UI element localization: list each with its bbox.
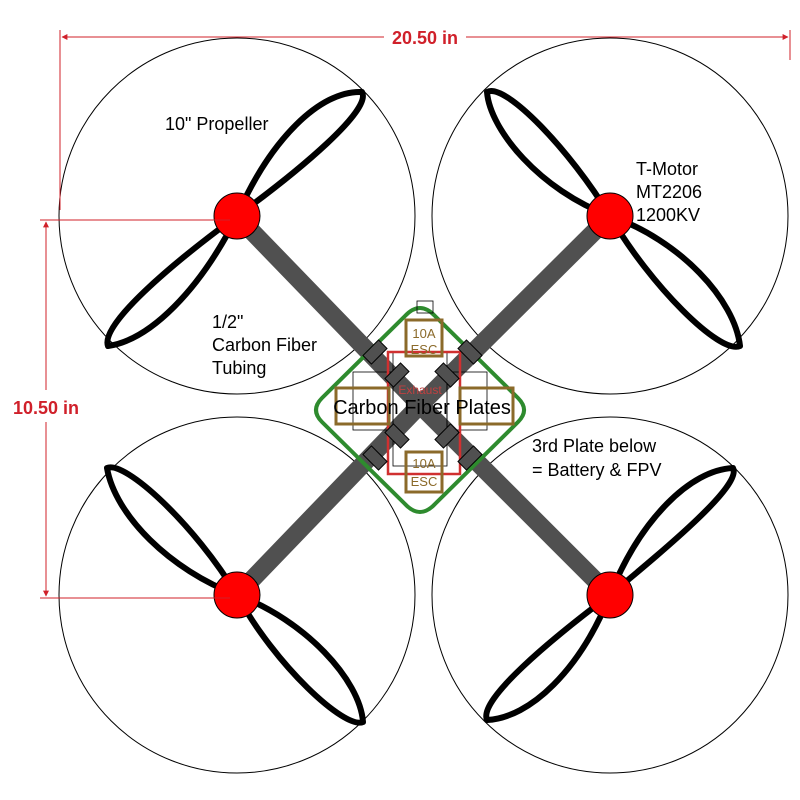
center-plate-outline	[314, 306, 526, 514]
tubing-label-line1: 1/2"	[212, 312, 243, 332]
propeller-bottom-right	[483, 465, 737, 723]
motor-top-right	[586, 192, 634, 240]
propeller-top-right	[484, 88, 743, 350]
propeller-top-left	[104, 88, 366, 349]
motor-top-left	[213, 192, 261, 240]
prop-circle-bottom-right	[431, 416, 789, 774]
esc-top-box	[404, 318, 444, 358]
third-plate-label-line1: 3rd Plate below	[532, 436, 657, 456]
prop-circle-bottom-left	[58, 416, 416, 774]
width-dimension	[59, 30, 791, 210]
tubing-label-line3: Tubing	[212, 358, 266, 378]
motor-label-line1: T-Motor	[636, 159, 698, 179]
motor-label-line2: MT2206	[636, 182, 702, 202]
exhaust-label: Exhaust	[398, 383, 442, 397]
tubing-label-line2: Carbon Fiber	[212, 335, 317, 355]
plates-label: Carbon Fiber Plates	[333, 397, 511, 419]
prop-circle-top-right	[431, 37, 789, 395]
esc-bottom-line2: ESC	[411, 474, 438, 489]
third-plate-label-line2: = Battery & FPV	[532, 460, 662, 480]
height-dimension	[40, 219, 230, 599]
propeller-bottom-left	[104, 464, 366, 726]
esc-top-line2: ESC	[411, 342, 438, 357]
arm-clamps	[362, 339, 483, 471]
prop-circle-top-left	[58, 37, 416, 395]
propeller-label: 10" Propeller	[165, 114, 268, 134]
width-dimension-label: 20.50 in	[392, 28, 458, 48]
height-dimension-label: 10.50 in	[13, 398, 79, 418]
esc-top-line1: 10A	[412, 326, 435, 341]
plate-brackets	[334, 386, 515, 426]
esc-bottom-box	[404, 450, 444, 494]
esc-bottom-line1: 10A	[412, 456, 435, 471]
motor-label-line3: 1200KV	[636, 205, 700, 225]
motor-bottom-right	[586, 571, 634, 619]
motor-bottom-left	[213, 571, 261, 619]
